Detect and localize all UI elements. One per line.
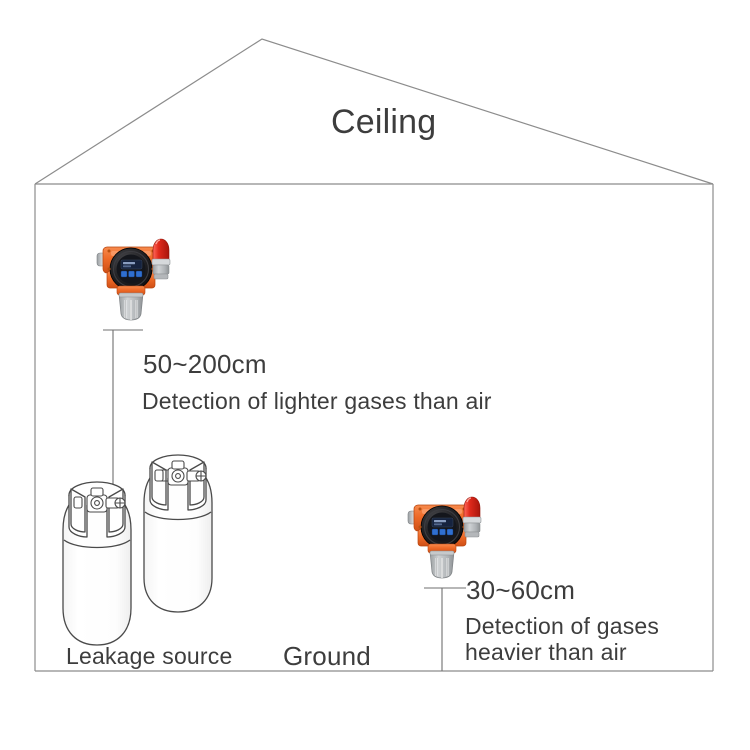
alarm-beacon-icon (151, 238, 171, 280)
lower-description-line2: heavier than air (465, 639, 627, 665)
upper-description-label: Detection of lighter gases than air (142, 388, 492, 414)
ground-label: Ground (283, 641, 371, 671)
roof-outline (34, 38, 714, 185)
detector-sensor-guard (429, 550, 455, 579)
leakage-source-label: Leakage source (66, 643, 233, 669)
cylinder-valve-icon (154, 460, 207, 486)
lower-description-line1: Detection of gases (465, 613, 660, 639)
detector-sensor-guard (118, 292, 144, 321)
cylinder-valve-icon (73, 487, 126, 513)
ceiling-label: Ceiling (331, 103, 437, 141)
alarm-beacon-icon (462, 496, 482, 538)
upper-dimension-label: 50~200cm (143, 349, 267, 379)
lower-dimension-label: 30~60cm (466, 575, 576, 605)
